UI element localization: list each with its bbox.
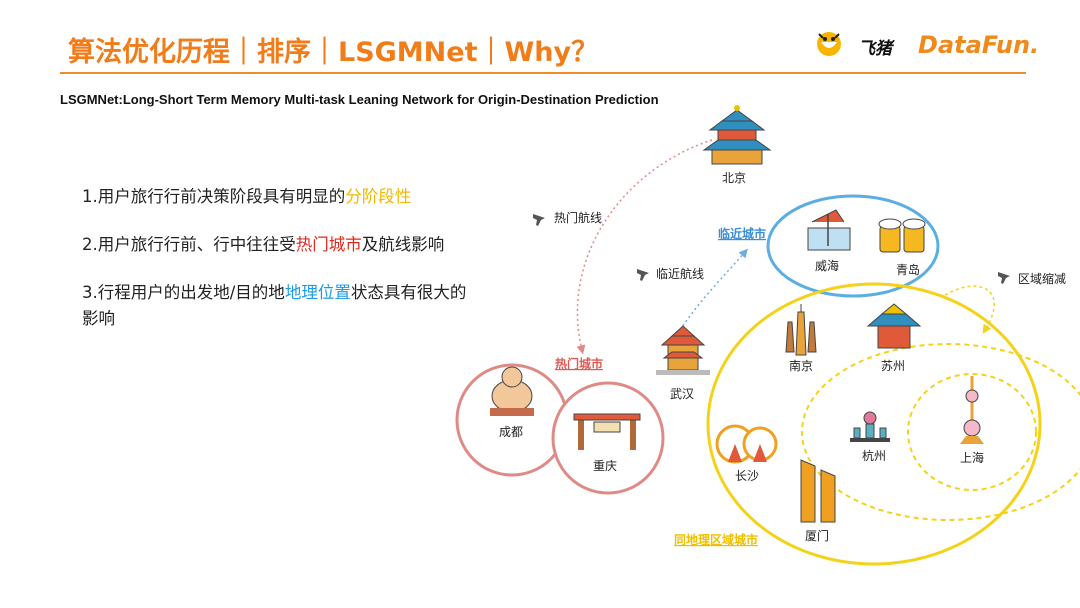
city-weihai: 威海: [815, 258, 839, 273]
hot-route-label: 热门航线: [554, 210, 602, 225]
datafun-logo: DataFun.: [918, 31, 1040, 59]
header-divider: [60, 72, 1026, 74]
shanghai-tower-icon: [960, 376, 984, 444]
city-xiamen: 厦门: [805, 528, 829, 543]
chongqing-circle: [551, 381, 665, 495]
point-3: 3.行程用户的出发地/目的地地理位置状态具有很大的影响: [82, 283, 467, 328]
hot-route-line: [576, 139, 713, 355]
city-shanghai: 上海: [960, 450, 984, 465]
hangzhou-tower-icon: [850, 411, 890, 442]
region-inner-dashed-circle: [801, 343, 1080, 521]
city-chongqing: 重庆: [593, 459, 617, 473]
plane-icon: [998, 272, 1010, 284]
shanghai-dashed-circle: [907, 373, 1037, 491]
page-title: 算法优化历程｜排序｜LSGMNet｜Why？: [68, 37, 599, 68]
feizhu-logo-text: 飞猪: [858, 39, 892, 59]
highlight-geo: 地理位置: [284, 283, 351, 302]
city-beijing: 北京: [722, 171, 746, 185]
city-suzhou: 苏州: [881, 359, 905, 373]
hot-cities-label: 热门城市: [555, 356, 603, 371]
same-region-circle: [706, 282, 1042, 566]
city-hangzhou: 杭州: [862, 448, 886, 463]
changsha-wheel-icon: [715, 424, 778, 464]
city-nanjing: 南京: [789, 358, 813, 373]
city-chengdu: 成都: [499, 425, 523, 439]
city-qingdao: 青岛: [896, 262, 920, 277]
page-subtitle: LSGMNet:Long-Short Term Memory Multi-tas…: [60, 92, 659, 107]
plane-icon: [533, 214, 545, 226]
chengdu-buddha-icon: [490, 366, 534, 416]
xiamen-towers-icon: [800, 459, 836, 523]
region-shrink-line: [944, 285, 995, 334]
key-points: 1.用户旅行行前决策阶段具有明显的分阶段性 2.用户旅行行前、行中往往受热门城市…: [82, 184, 482, 347]
highlight-stage: 分阶段性: [345, 187, 412, 206]
qingdao-beer-icon: [878, 218, 926, 253]
same-region-label: 同地理区域城市: [674, 532, 758, 547]
point-1: 1.用户旅行行前决策阶段具有明显的分阶段性: [82, 187, 412, 206]
suzhou-pavilion-icon: [866, 303, 922, 349]
near-route-label: 临近航线: [656, 266, 704, 281]
near-cities-circle: [766, 194, 940, 298]
point-2: 2.用户旅行行前、行中往往受热门城市及航线影响: [82, 235, 445, 254]
region-shrink-label: 区域缩减: [1018, 271, 1066, 286]
near-route-line: [679, 248, 748, 331]
weihai-beach-icon: [807, 209, 851, 251]
city-wuhan: 武汉: [670, 387, 694, 401]
plane-icon: [637, 269, 649, 281]
near-cities-label: 临近城市: [718, 226, 766, 241]
city-changsha: 长沙: [735, 469, 759, 483]
beijing-temple-icon: [702, 105, 772, 165]
nanjing-pagoda-icon: [785, 304, 817, 356]
highlight-hot-city: 热门城市: [295, 235, 362, 254]
feizhu-logo-icon: [817, 32, 841, 56]
wuhan-tower-icon: [656, 325, 710, 375]
chongqing-gate-icon: [573, 413, 641, 450]
